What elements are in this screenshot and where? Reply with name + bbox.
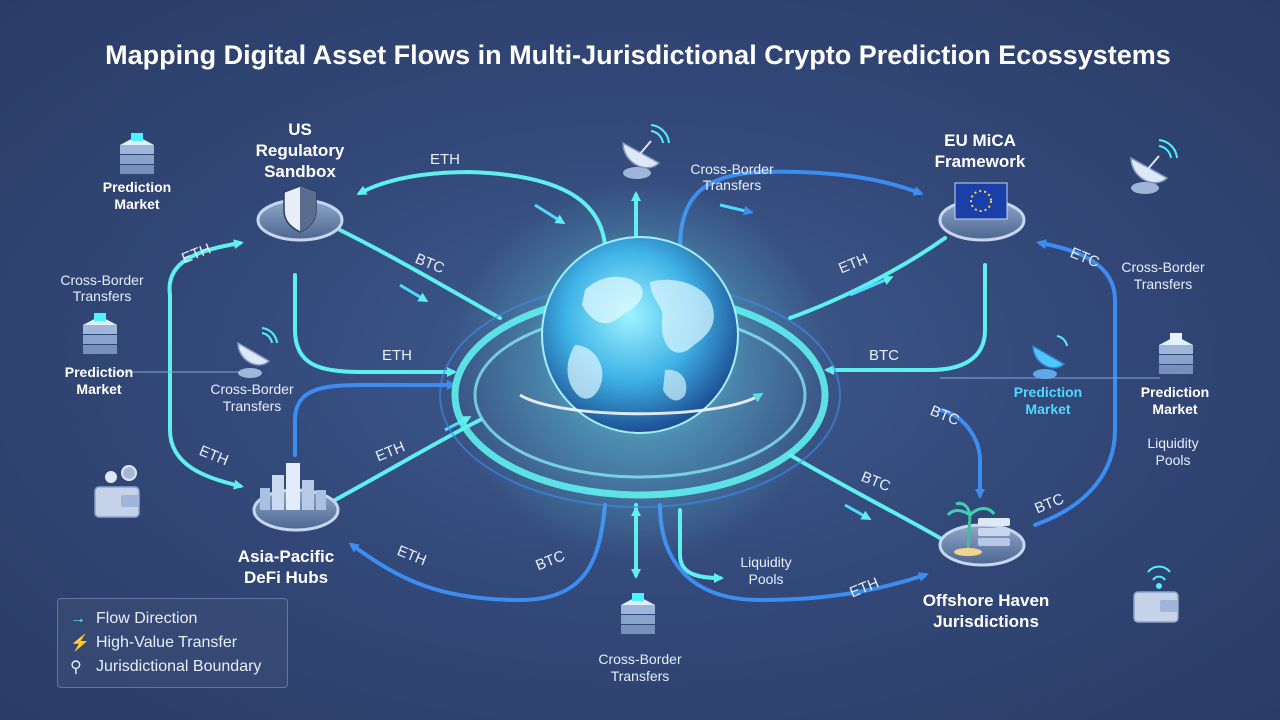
legend-label: Flow Direction — [96, 610, 198, 627]
wallet-icon — [1133, 565, 1179, 623]
hub-label-eu: EU MiCA Framework — [935, 131, 1026, 171]
arrow-right-icon: → — [70, 610, 86, 627]
prediction-market-label-highlight: Prediction — [1014, 384, 1082, 400]
flow-us-eth-lower — [293, 273, 457, 377]
liquidity-label: Liquidity — [740, 554, 791, 570]
prediction-market-label: Market — [76, 381, 121, 397]
cross-border-label: Transfers — [611, 668, 670, 684]
flow-label-eth: ETH — [197, 442, 231, 469]
flow-label-eth: ETH — [430, 151, 460, 168]
hub-label-asia: Asia-Pacific DeFi Hubs — [238, 547, 334, 587]
hub-label-line: Jurisdictions — [933, 612, 1039, 631]
prediction-market-label: Prediction — [65, 364, 133, 380]
server-stack-icon — [621, 593, 655, 634]
flow-label-btc: BTC — [859, 468, 893, 495]
legend-label: Jurisdictional Boundary — [96, 658, 262, 675]
hub-label-line: DeFi Hubs — [244, 568, 328, 587]
hub-label-line: Asia-Pacific — [238, 547, 334, 566]
flow-eu-offshore — [938, 408, 985, 499]
prediction-market-label-highlight: Market — [1025, 401, 1070, 417]
prediction-market-label: Prediction — [103, 179, 171, 195]
flow-eu-btc — [824, 263, 987, 375]
flow-offshore-btc — [788, 453, 942, 540]
liquidity-label: Pools — [748, 571, 783, 587]
flow-label-eth: ETH — [382, 347, 412, 364]
flow-label-btc: BTC — [869, 347, 899, 364]
hub-offshore — [938, 501, 1026, 567]
hub-eu — [938, 182, 1026, 242]
hub-label-line: EU MiCA — [944, 131, 1016, 150]
lightning-icon: ⚡ — [70, 635, 90, 652]
flow-asia-eth — [333, 418, 482, 502]
hub-label-line: Offshore Haven — [923, 591, 1050, 610]
liquidity-label: Liquidity — [1147, 435, 1198, 451]
legend-item-high-value: ⚡ High-Value Transfer — [70, 631, 275, 655]
flow-label-eth: ETH — [395, 542, 429, 569]
hub-label-line: Sandbox — [264, 162, 336, 181]
flow-label-btc: BTC — [533, 547, 567, 574]
server-stack-icon — [1159, 333, 1193, 374]
satellite-dish-icon — [622, 124, 670, 179]
flow-label-etc: ETC — [1068, 244, 1102, 271]
prediction-market-label: Market — [114, 196, 159, 212]
hub-label-line: US — [288, 120, 312, 139]
flow-label-eth: ETH — [847, 574, 881, 601]
flow-right-etc — [1033, 239, 1117, 527]
hub-label-offshore: Offshore Haven Jurisdictions — [923, 591, 1050, 631]
legend-item-flow-direction: → Flow Direction — [70, 607, 275, 631]
prediction-market-label: Market — [1152, 401, 1197, 417]
cross-border-label: Cross-Border — [60, 272, 144, 288]
cross-border-label: Transfers — [1134, 276, 1193, 292]
flow-label-eth: ETH — [179, 240, 213, 267]
flow-left-vertical — [168, 293, 244, 490]
server-stack-icon — [83, 313, 117, 354]
flow-label-eth: ETH — [836, 250, 870, 277]
cross-border-label: Cross-Border — [598, 651, 682, 667]
cross-border-label: Cross-Border — [690, 161, 774, 177]
central-globe — [439, 180, 841, 560]
cross-border-label: Transfers — [73, 288, 132, 304]
hub-label-us: US Regulatory Sandbox — [256, 120, 345, 181]
key-icon: ⚲ — [70, 659, 82, 676]
cross-border-label: Transfers — [703, 177, 762, 193]
flow-asia-loop — [293, 380, 457, 457]
diagram-title: Mapping Digital Asset Flows in Multi-Jur… — [105, 40, 1171, 70]
satellite-dish-icon — [1130, 139, 1178, 194]
satellite-dish-icon — [237, 327, 278, 378]
satellite-dish-icon — [1032, 335, 1068, 379]
hub-label-line: Regulatory — [256, 141, 345, 160]
flow-left-eth-top — [167, 239, 244, 297]
flow-label-btc: BTC — [928, 402, 962, 429]
hub-label-line: Framework — [935, 152, 1026, 171]
prediction-market-label: Prediction — [1141, 384, 1209, 400]
wallet-icon — [94, 465, 140, 518]
hub-us — [256, 185, 344, 242]
cross-border-label: Cross-Border — [210, 381, 294, 397]
cross-border-label: Transfers — [223, 398, 282, 414]
legend: → Flow Direction ⚡ High-Value Transfer ⚲… — [57, 598, 288, 688]
legend-label: High-Value Transfer — [96, 634, 238, 651]
liquidity-label: Pools — [1155, 452, 1190, 468]
hub-asia — [252, 463, 340, 532]
cross-border-label: Cross-Border — [1121, 259, 1205, 275]
legend-item-boundary: ⚲ Jurisdictional Boundary — [70, 655, 275, 679]
server-stack-icon — [120, 133, 154, 174]
